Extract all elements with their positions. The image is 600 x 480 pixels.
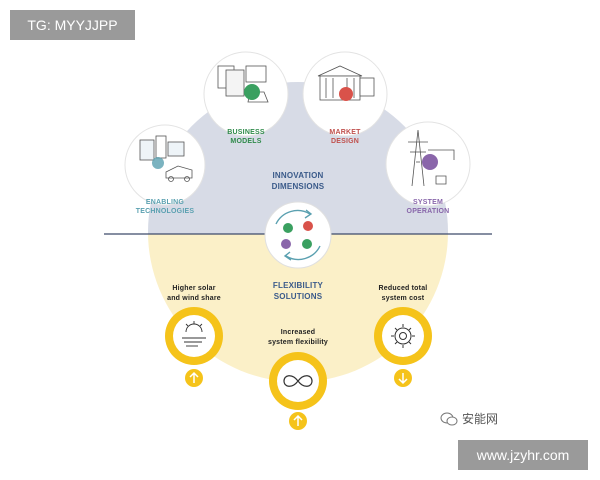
wechat-icon (440, 412, 458, 426)
system-operation-label: SYSTEM OPERATION (388, 198, 468, 216)
enabling-technologies-label: ENABLING TECHNOLOGIES (125, 198, 205, 216)
watermark-text: 安能网 (462, 410, 498, 427)
node-business-models (204, 52, 288, 136)
flexibility-solutions-title: FLEXIBILITY SOLUTIONS (248, 280, 348, 302)
node-enabling-technologies (125, 125, 205, 205)
innovation-dimensions-title: INNOVATION DIMENSIONS (248, 170, 348, 192)
system-flexibility-label: Increased system flexibility (253, 328, 343, 348)
bottom-tag: www.jzyhr.com (458, 440, 588, 470)
business-models-label: BUSINESS MODELS (206, 128, 286, 146)
outcome-system-cost (374, 307, 432, 387)
watermark: 安能网 (440, 410, 498, 427)
outcome-system-flexibility (269, 352, 327, 430)
node-system-operation (386, 122, 470, 206)
system-cost-label: Reduced total system cost (363, 284, 443, 304)
central-flexibility-node (265, 202, 331, 268)
outcome-solar-wind (165, 307, 223, 387)
top-tag: TG: MYYJJPP (10, 10, 135, 40)
solar-wind-label: Higher solar and wind share (154, 284, 234, 304)
market-design-label: MARKET DESIGN (305, 128, 385, 146)
node-market-design (303, 52, 387, 136)
